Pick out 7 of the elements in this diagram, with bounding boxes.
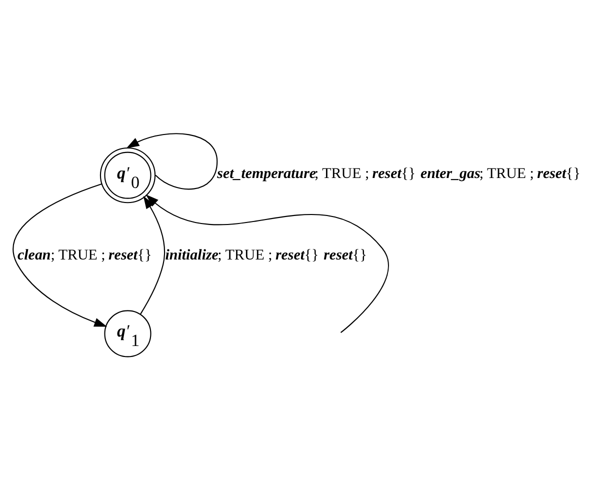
arrow <box>12 182 108 326</box>
edge-label: set_temperature; TRUE ; reset{} enter_gas; TRUE ; reset{} <box>217 166 580 182</box>
arrow <box>140 194 165 314</box>
edge-label: initialize; TRUE ; reset{} reset{} <box>165 247 367 264</box>
arrow <box>143 194 389 333</box>
edge-label: clean; TRUE ; reset{} <box>18 247 152 264</box>
arrow <box>126 132 218 190</box>
